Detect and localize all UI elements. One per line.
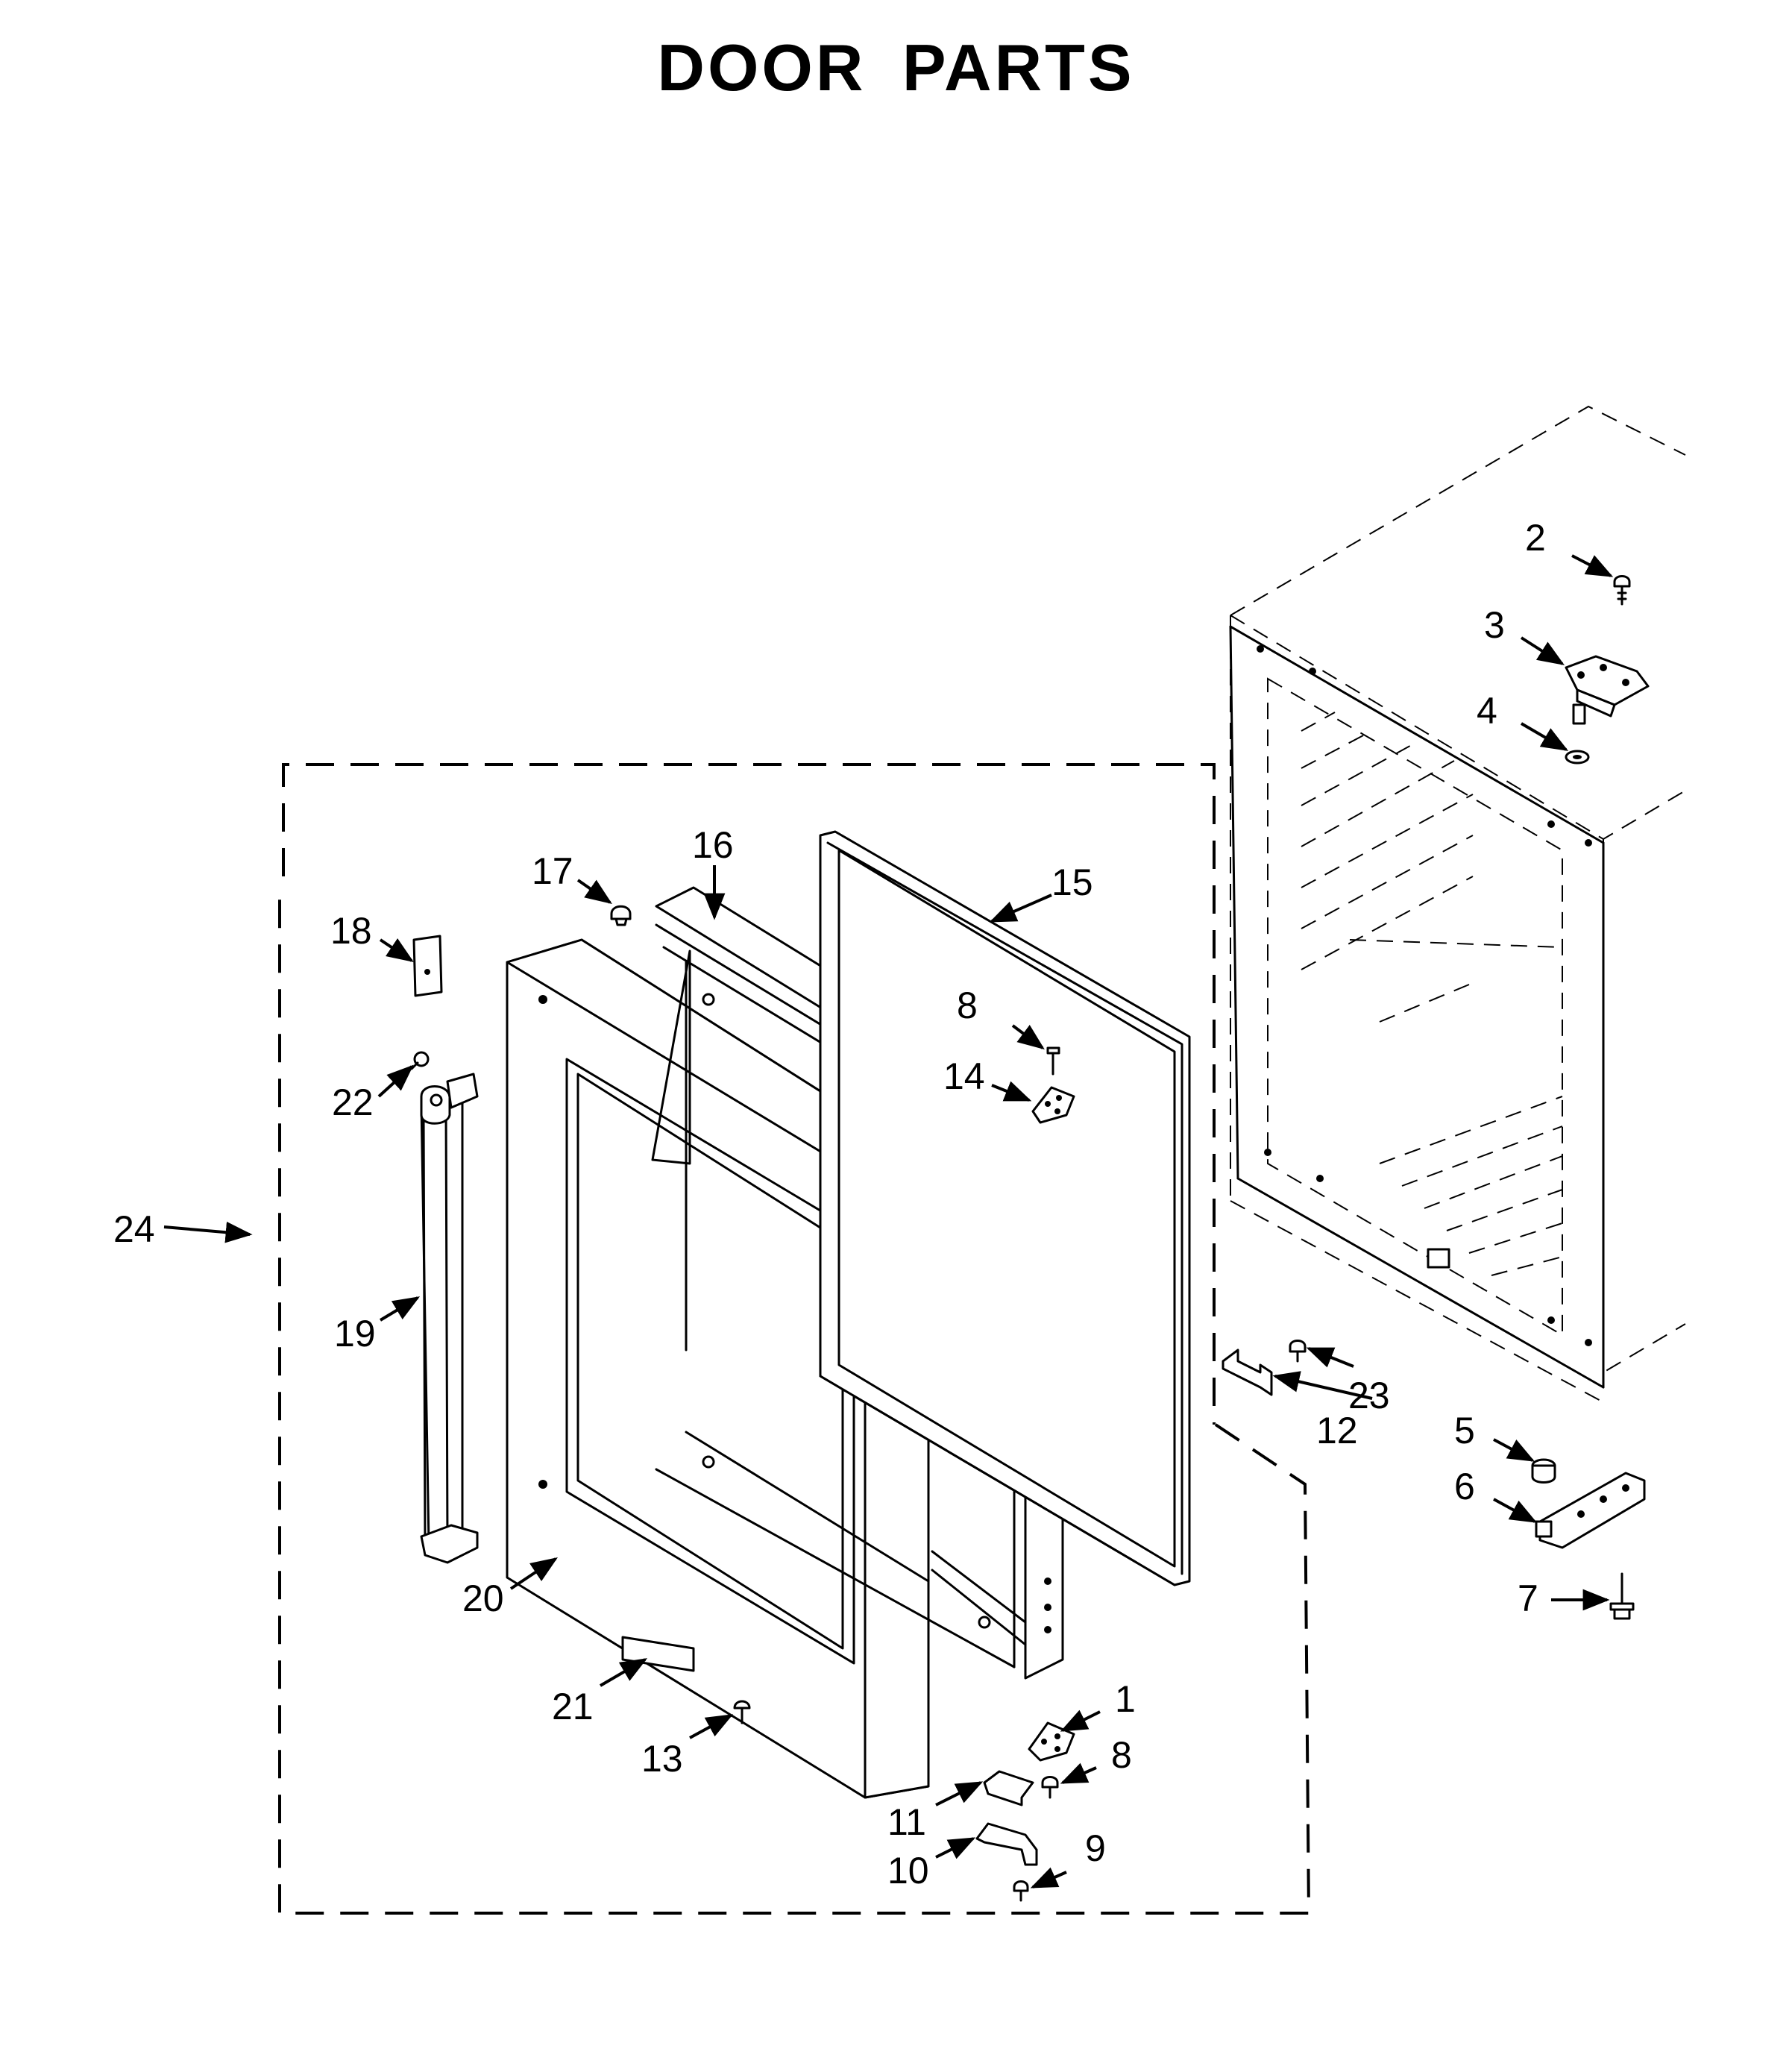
callout-16: 16 [692, 824, 734, 866]
callout-15: 15 [1051, 861, 1093, 903]
callout-2: 2 [1525, 517, 1546, 559]
cabinet-outline [1229, 405, 1686, 1403]
part-5-bushing [1531, 1458, 1556, 1484]
part-1-hinge-plate [1028, 1721, 1075, 1762]
callout-22: 22 [332, 1081, 374, 1123]
callout-5: 5 [1454, 1410, 1475, 1451]
callout-12: 12 [1316, 1410, 1358, 1451]
callout-6: 6 [1454, 1466, 1475, 1507]
cabinet-floor-grille [1379, 1096, 1563, 1276]
callout-8-upper: 8 [957, 985, 978, 1026]
part-17-plug [610, 905, 632, 926]
callout-21: 21 [552, 1686, 594, 1727]
part-4-washer [1565, 750, 1590, 765]
leader-arrows [163, 554, 1614, 1889]
callout-14: 14 [943, 1055, 985, 1097]
callout-7: 7 [1518, 1577, 1538, 1619]
glass-pack-part-15 [819, 830, 1191, 1586]
part-11-bracket [983, 1770, 1034, 1806]
callout-8-lower: 8 [1111, 1734, 1132, 1776]
callout-4: 4 [1477, 690, 1497, 732]
callout-3: 3 [1484, 604, 1505, 646]
part-18-label-plate [412, 935, 443, 997]
callout-19: 19 [334, 1313, 376, 1354]
page-title: DOOR PARTS [657, 31, 1135, 104]
part-10-bracket [975, 1822, 1038, 1866]
callout-20: 20 [462, 1577, 504, 1619]
cabinet-shelf-rails [1301, 712, 1563, 1023]
callout-13: 13 [641, 1738, 683, 1780]
callout-18: 18 [330, 910, 372, 952]
part-6-bottom-hinge [1535, 1472, 1646, 1549]
callout-17: 17 [532, 850, 573, 892]
part-12-bracket [1222, 1349, 1273, 1396]
part-13-screw [733, 1700, 751, 1724]
callout-10: 10 [887, 1850, 929, 1892]
callout-9: 9 [1085, 1827, 1106, 1869]
part-8-screw-lower [1041, 1776, 1059, 1799]
part-2-screw [1613, 575, 1631, 606]
callout-23: 23 [1348, 1375, 1390, 1416]
part-9-screw [1013, 1880, 1029, 1902]
callout-11: 11 [887, 1801, 926, 1843]
part-14-hinge-plate [1031, 1086, 1075, 1124]
callout-1: 1 [1115, 1678, 1136, 1720]
part-7-bolt [1609, 1572, 1635, 1620]
part-8-screw-upper [1046, 1046, 1060, 1076]
part-3-top-hinge [1565, 655, 1650, 725]
callout-24: 24 [113, 1208, 155, 1250]
part-22-screw [410, 1051, 430, 1070]
handle-part-19 [420, 1073, 479, 1564]
part-23-screw [1289, 1340, 1307, 1363]
door-assembly-boundary [278, 763, 1311, 1915]
callout-labels: 2 3 4 5 6 7 12 23 15 16 17 18 22 19 24 2… [113, 517, 1546, 1892]
